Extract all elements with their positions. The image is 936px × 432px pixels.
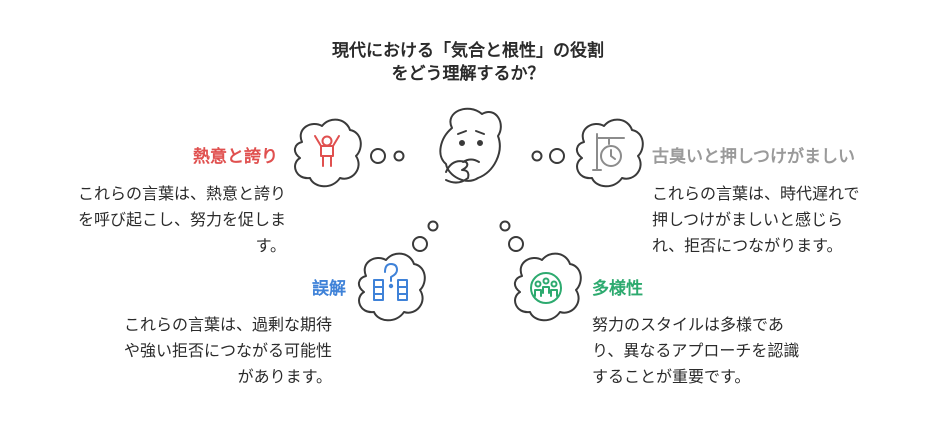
passion-desc-line-3: す。 [255, 236, 286, 255]
cloud-outdated [576, 118, 644, 188]
diagram-title: 現代における「気合と根性」の役割 をどう理解するか？ [0, 40, 936, 86]
old-sign-clock-icon [592, 133, 625, 171]
thought-dots-right [531, 148, 565, 164]
people-group-icon [530, 272, 562, 304]
outdated-description: これらの言葉は、時代遅れで 押しつけがましいと感じら れ、拒否につながります。 [652, 181, 860, 259]
thought-dots-left [370, 148, 405, 164]
misunderstanding-desc-line-1: これらの言葉は、過剰な期待 [123, 315, 332, 334]
thinking-face-icon [439, 107, 502, 184]
outdated-desc-line-3: れ、拒否につながります。 [652, 236, 843, 255]
title-line-2: をどう理解するか？ [391, 64, 545, 84]
person-cheering-icon [314, 135, 340, 167]
diversity-desc-line-2: り、異なるアプローチを認識 [592, 341, 800, 360]
passion-description: これらの言葉は、熱意と誇り を呼び起こし、努力を促しま す。 [78, 181, 286, 259]
outdated-desc-line-1: これらの言葉は、時代遅れで [652, 184, 860, 203]
diversity-desc-line-1: 努力のスタイルは多様であ [592, 315, 784, 334]
question-blocks-icon [373, 263, 408, 301]
diversity-desc-line-3: することが重要です。 [592, 367, 751, 386]
misunderstanding-label: 誤解 [312, 279, 346, 299]
cloud-misunderstanding [358, 252, 426, 322]
outdated-desc-line-2: 押しつけがましいと感じら [652, 210, 844, 229]
title-line-1: 現代における「気合と根性」の役割 [332, 41, 604, 61]
cloud-passion [294, 118, 362, 188]
diversity-label: 多様性 [592, 279, 643, 299]
passion-desc-line-1: これらの言葉は、熱意と誇り [77, 184, 286, 203]
cloud-diversity [514, 252, 582, 322]
misunderstanding-desc-line-2: や強い拒否につながる可能性 [123, 341, 332, 360]
passion-label: 熱意と誇り [193, 147, 278, 167]
thought-dots-lower-left [412, 220, 439, 252]
misunderstanding-desc-line-3: があります。 [237, 367, 332, 386]
passion-desc-line-2: を呼び起こし、努力を促しま [77, 210, 286, 229]
thought-dots-lower-right [499, 220, 524, 252]
diversity-description: 努力のスタイルは多様であ り、異なるアプローチを認識 することが重要です。 [592, 312, 799, 390]
misunderstanding-description: これらの言葉は、過剰な期待 や強い拒否につながる可能性 があります。 [124, 312, 332, 390]
outdated-label: 古臭いと押しつけがましい [652, 147, 855, 167]
